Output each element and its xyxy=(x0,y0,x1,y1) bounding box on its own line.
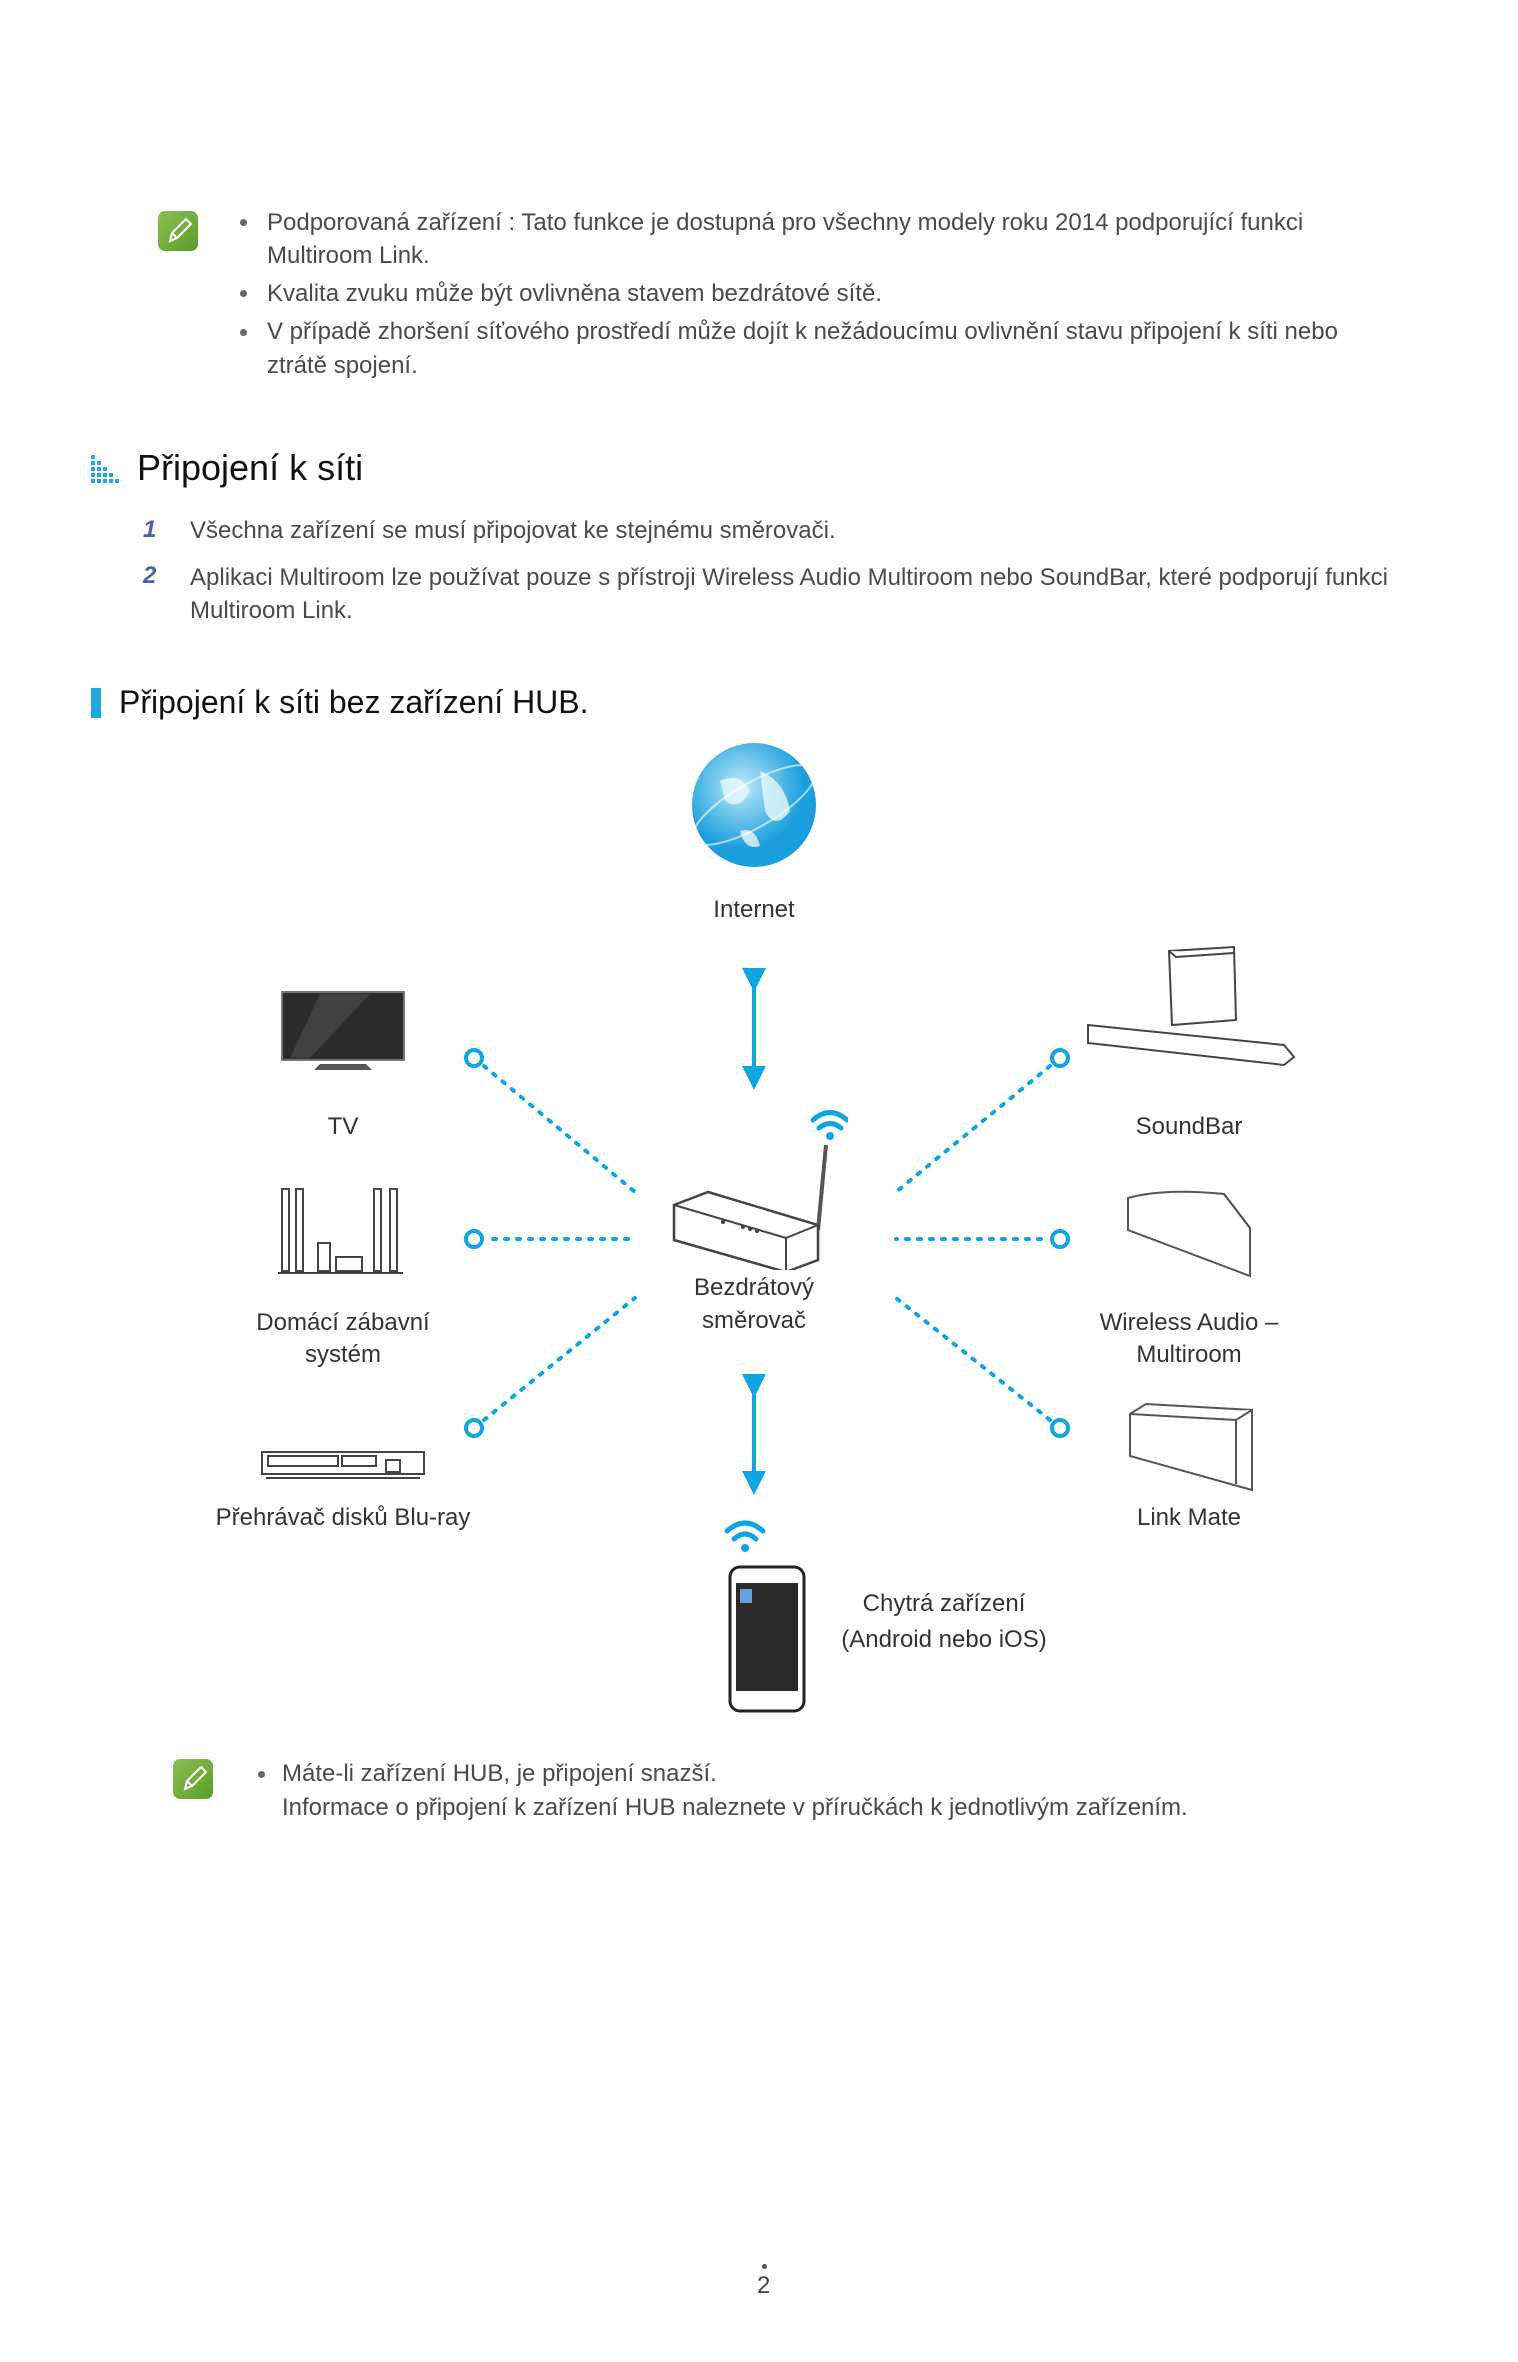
smart-device-label: Chytrá zařízení xyxy=(862,1590,1026,1617)
note-text: Informace o připojení k zařízení HUB nal… xyxy=(282,1794,1188,1821)
bullet xyxy=(258,1771,265,1778)
note-text: Podporovaná zařízení : Tato funkce je do… xyxy=(267,209,1304,236)
step-text: Multiroom Link. xyxy=(190,597,353,624)
bluray-player-icon xyxy=(260,1448,428,1487)
note-text: Multiroom Link. xyxy=(267,242,430,269)
wireless-audio-label: Wireless Audio – xyxy=(1099,1309,1279,1336)
section-dots-icon xyxy=(91,455,123,492)
router-label: Bezdrátový xyxy=(693,1274,815,1301)
wireless-audio-label: Multiroom xyxy=(1136,1341,1242,1368)
home-theater-label: systém xyxy=(304,1341,382,1368)
subsection-bar xyxy=(91,688,101,718)
bullet xyxy=(240,329,247,336)
page-dot xyxy=(762,2264,767,2269)
note-text: ztrátě spojení. xyxy=(267,352,418,379)
note-text: Máte-li zařízení HUB, je připojení snazš… xyxy=(282,1760,717,1787)
note-pencil-icon xyxy=(158,211,198,251)
step-number: 1 xyxy=(143,516,157,543)
note-text: Kvalita zvuku může být ovlivněna stavem … xyxy=(267,280,882,307)
note-text: V případě zhoršení síťového prostředí mů… xyxy=(267,318,1338,345)
smartphone-icon xyxy=(724,1515,810,1720)
link-mate-label: Link Mate xyxy=(1136,1504,1242,1531)
soundbar-icon xyxy=(1084,945,1296,1075)
smart-device-label: (Android nebo iOS) xyxy=(841,1626,1047,1653)
bullet xyxy=(240,290,247,297)
page-number: 2 xyxy=(757,2272,771,2299)
subsection-title: Připojení k síti bez zařízení HUB. xyxy=(119,684,589,720)
tv-label: TV xyxy=(327,1113,359,1140)
section-title: Připojení k síti xyxy=(137,447,364,488)
wifi-router-icon xyxy=(668,1100,850,1275)
globe-icon xyxy=(690,741,818,874)
bullet xyxy=(240,219,247,226)
bluray-label: Přehrávač disků Blu-ray xyxy=(215,1504,471,1531)
tv-icon xyxy=(280,990,406,1077)
router-label: směrovač xyxy=(701,1307,807,1334)
step-text: Všechna zařízení se musí připojovat ke s… xyxy=(190,517,836,544)
home-theater-label: Domácí zábavní xyxy=(256,1309,430,1336)
home-theater-icon xyxy=(278,1185,408,1280)
step-text: Aplikaci Multiroom lze používat pouze s … xyxy=(190,564,1388,591)
internet-label: Internet xyxy=(713,896,795,923)
wireless-audio-speaker-icon xyxy=(1124,1188,1254,1285)
soundbar-label: SoundBar xyxy=(1135,1113,1243,1140)
step-number: 2 xyxy=(143,562,157,589)
note-pencil-icon xyxy=(173,1759,213,1799)
link-mate-icon xyxy=(1126,1400,1256,1497)
